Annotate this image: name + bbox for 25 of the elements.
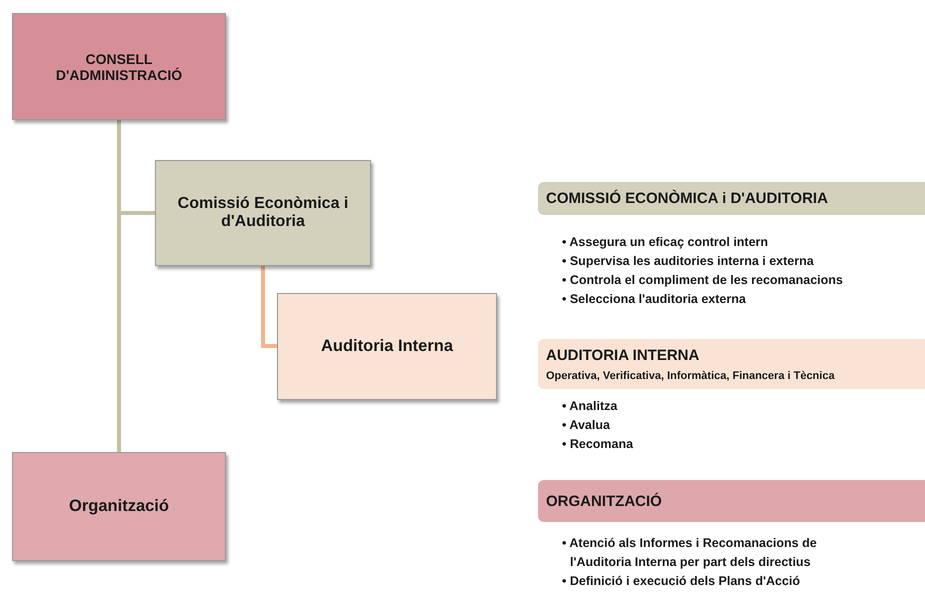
section-header-band bbox=[538, 182, 925, 215]
bullet-item: • Analitza bbox=[562, 398, 618, 415]
bullet-item: • Atenció als Informes i Recomanacions de l'Auditoria Interna per part dels directius bbox=[562, 535, 818, 571]
bullet-item: • Supervisa les auditories interna i externa bbox=[562, 253, 815, 270]
section-title: ORGANITZACIÓ bbox=[546, 492, 663, 510]
section-title: AUDITORIA INTERNA bbox=[546, 346, 700, 364]
section-title: COMISSIÓ ECONÒMICA i D'AUDITORIA bbox=[546, 190, 829, 207]
org-unit-box bbox=[155, 160, 371, 266]
section-header-band bbox=[538, 339, 925, 389]
connector-line bbox=[261, 266, 277, 348]
org-unit-box bbox=[277, 293, 497, 400]
unit-name: CONSELL D'ADMINISTRACIÓ bbox=[54, 50, 184, 82]
section-header-band bbox=[538, 480, 925, 522]
org-unit-box bbox=[12, 452, 226, 561]
unit-name: Comissió Econòmica i d'Auditoria bbox=[176, 195, 350, 231]
unit-name: Organització bbox=[68, 497, 170, 516]
bullet-item: • Avalua bbox=[562, 417, 611, 434]
bullet-item: • Selecciona l'auditoria externa bbox=[562, 291, 747, 308]
bullet-item: • Controla el compliment de les recomanacions bbox=[562, 272, 844, 289]
unit-name: Auditoria Interna bbox=[320, 337, 454, 356]
bullet-item: • Assegura un eficaç control intern bbox=[562, 234, 770, 251]
org-unit-box bbox=[12, 13, 226, 120]
section-subtitle: Operativa, Verificativa, Informàtica, Financera i Tècnica bbox=[546, 370, 836, 382]
bullet-item: • Recomana bbox=[562, 436, 634, 453]
bullet-item: • Definició i execució dels Plans d'Acció bbox=[562, 573, 801, 590]
